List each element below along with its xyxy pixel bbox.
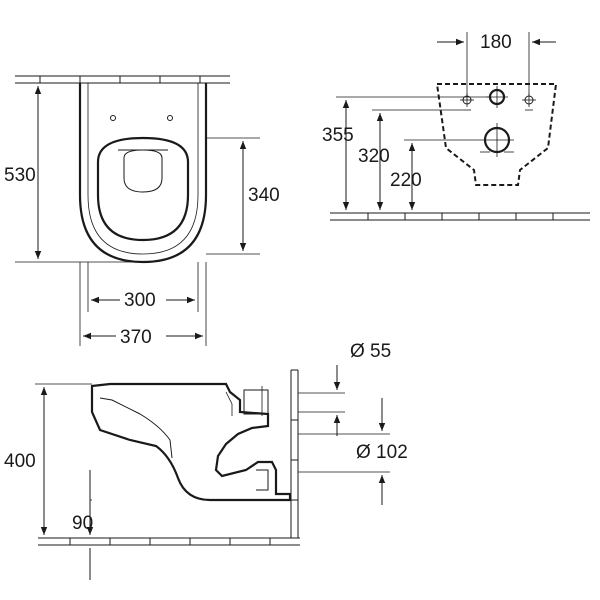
side-view [35, 365, 390, 580]
label-total-width: 370 [120, 327, 152, 348]
outlet-pipe [256, 469, 269, 491]
dim-530 [15, 82, 143, 263]
wall-view [330, 32, 590, 221]
top-wall-strip [15, 75, 230, 84]
dim-220 [404, 139, 480, 210]
bowl-side-outline [90, 382, 292, 502]
label-height-355: 355 [322, 125, 354, 146]
dim-370 [79, 262, 207, 346]
trap-inner [99, 397, 173, 459]
label-hole-spacing: 180 [480, 32, 512, 53]
label-total-length: 530 [4, 165, 36, 186]
label-height-220: 220 [390, 170, 422, 191]
label-outlet-offset: 90 [72, 513, 94, 534]
label-inlet-diameter: Ø 55 [350, 341, 392, 362]
side-wall [290, 369, 299, 538]
dim-340 [206, 137, 260, 255]
fixing-hole-left [110, 115, 116, 121]
drain-outline [123, 149, 163, 193]
dim-400 [35, 383, 92, 535]
label-height-320: 320 [358, 146, 390, 167]
fixing-hole-right [167, 115, 173, 121]
dim-diameter-102 [298, 398, 390, 505]
dim-320 [372, 109, 463, 210]
dim-90 [86, 470, 94, 580]
label-seat-width: 300 [124, 290, 156, 311]
bowl-dashed-outline [435, 83, 558, 186]
label-outlet-diameter: Ø 102 [356, 442, 408, 463]
label-seat-length: 340 [248, 185, 280, 206]
top-view [15, 75, 260, 346]
bowl-inner-rim [87, 83, 199, 255]
dim-300 [87, 262, 199, 312]
side-floor-strip [38, 537, 300, 546]
fixing-holes [460, 93, 536, 111]
seat-opening [96, 136, 190, 242]
dim-diameter-55 [298, 365, 345, 436]
inlet-fitting [243, 389, 269, 415]
label-height-400: 400 [4, 451, 36, 472]
dim-180 [437, 32, 556, 96]
floor-strip [330, 212, 590, 221]
dim-355 [336, 96, 490, 210]
